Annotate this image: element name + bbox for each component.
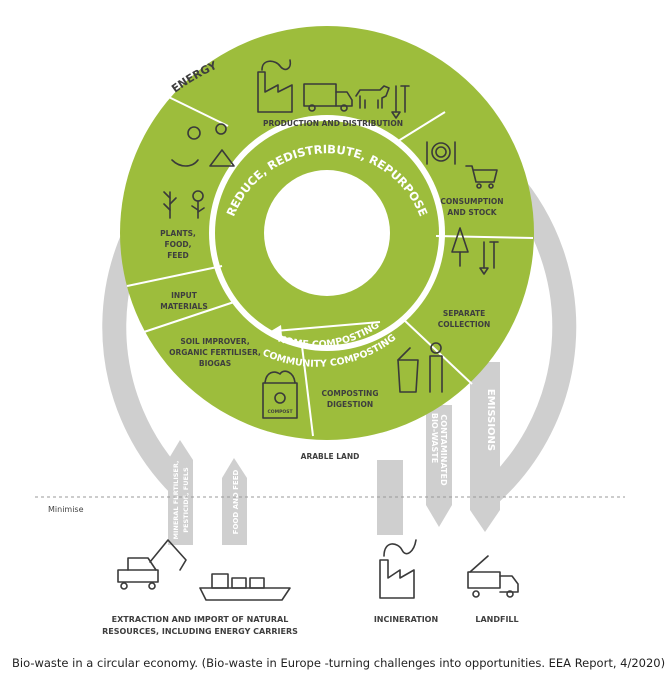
green-lifecycle-ring (120, 26, 534, 440)
input-label-1: INPUT (171, 291, 198, 300)
wheat-plant-icon (163, 191, 177, 219)
mineral-label-1: MINERAL FERTILISER, (172, 461, 180, 540)
shopping-cart-icon (465, 165, 498, 189)
incinerator-icon (379, 539, 417, 599)
production-label: PRODUCTION AND DISTRIBUTION (263, 119, 403, 128)
soil-label-1: SOIL IMPROVER, (180, 337, 250, 346)
person-bin-icon (397, 342, 443, 393)
soil-label-3: BIOGAS (199, 359, 231, 368)
composting-label-2: DIGESTION (327, 400, 373, 409)
consumption-label-2: AND STOCK (447, 208, 497, 217)
incineration-label: INCINERATION (374, 615, 438, 624)
extraction-label-1: EXTRACTION AND IMPORT OF NATURAL (112, 615, 289, 624)
contaminated-label-1: CONTAMINATED (439, 414, 448, 486)
plants-label-3: FEED (167, 251, 189, 260)
mineral-fertiliser-arrow: MINERAL FERTILISER, PESTICIDE, FUELS (168, 440, 193, 545)
input-label-2: MATERIALS (160, 302, 207, 311)
flower-plant-icon (191, 190, 205, 219)
food-and-feed-arrow: FOOD AND FEED (222, 458, 247, 545)
tree-icon (451, 227, 469, 267)
contaminated-biowaste-arrow: CONTAMINATED BIO-WASTE (426, 405, 452, 527)
separate-label-2: COLLECTION (438, 320, 491, 329)
bio-waste-circular-economy-diagram: EMISSIONS CONTAMINATED BIO-WASTE MINERAL… (35, 26, 625, 636)
cow-icon (355, 85, 390, 109)
composting-label-1: COMPOSTING (322, 389, 379, 398)
separate-label-1: SEPARATE (443, 309, 485, 318)
compost-bag-icon (262, 370, 298, 419)
shovel-rake-icon (391, 85, 410, 119)
truck-icon (303, 83, 353, 112)
excavator-icon (117, 539, 187, 590)
compost-bag-label: COMPOST (267, 409, 293, 415)
plants-label-2: FOOD, (165, 240, 192, 249)
extraction-label-2: RESOURCES, INCLUDING ENERGY CARRIERS (102, 627, 298, 636)
fruits-icon (187, 123, 227, 140)
figure-caption: Bio-waste in a circular economy. (Bio-wa… (12, 656, 665, 670)
arable-land-label: ARABLE LAND (301, 452, 360, 461)
banana-icon (171, 159, 199, 167)
food-feed-label: FOOD AND FEED (232, 470, 240, 535)
cargo-ship-icon (199, 573, 291, 601)
landfill-label: LANDFILL (475, 615, 518, 624)
factory-icon (257, 59, 293, 113)
grain-pile-icon (209, 149, 235, 167)
consumption-label-1: CONSUMPTION (440, 197, 503, 206)
emissions-label: EMISSIONS (485, 389, 496, 451)
plants-label-1: PLANTS, (160, 229, 196, 238)
emissions-arrow: EMISSIONS (470, 362, 500, 532)
garden-tools-icon (479, 241, 499, 275)
contaminated-label-2: BIO-WASTE (430, 413, 439, 463)
minimise-label: Minimise (48, 505, 84, 514)
mineral-label-2: PESTICIDE, FUELS (182, 467, 190, 533)
dump-truck-icon (467, 555, 519, 598)
plate-cutlery-icon (426, 141, 456, 165)
soil-label-2: ORGANIC FERTILISER, (169, 348, 261, 357)
